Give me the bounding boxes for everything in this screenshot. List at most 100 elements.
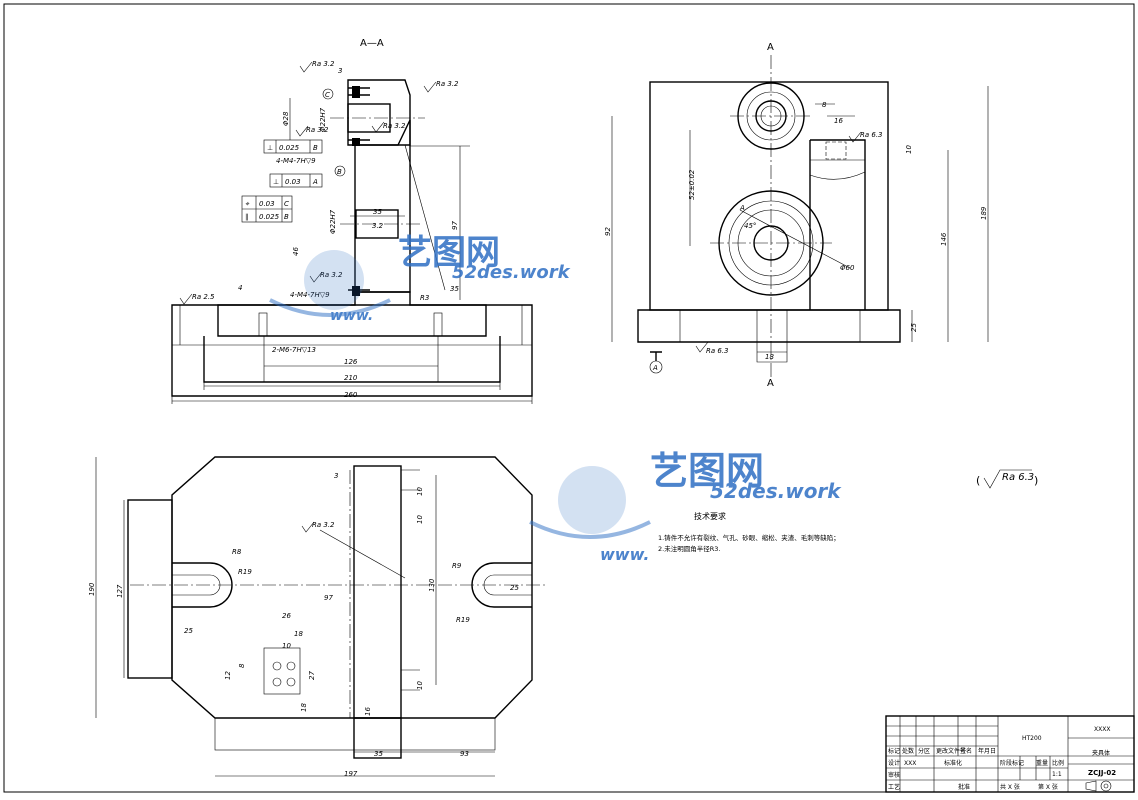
tb-material: HT200: [1022, 735, 1042, 742]
top-dim-93: 93: [460, 750, 469, 758]
watermark-cn-2: 艺图网: [650, 449, 764, 493]
thread-callout-mid: 4-M4-7H▽9: [290, 291, 330, 299]
section-thread-right: [433, 312, 443, 337]
hole-2: [286, 661, 296, 671]
front-view: A A 8 16 10: [604, 42, 989, 389]
section-base-lower: [203, 336, 501, 383]
watermark-url-2: 52des.work: [710, 479, 842, 503]
datum-c-letter: C: [325, 91, 330, 99]
section-thread-left: [258, 312, 268, 337]
section-label: A—A: [360, 38, 384, 49]
svg-text:B: B: [284, 213, 289, 221]
top-dim-25b: 25: [510, 584, 519, 592]
dim-52: 52±0.02: [688, 169, 696, 200]
top-radius-r8: R8: [232, 548, 242, 556]
front-bracket: [809, 139, 866, 310]
note-roughness-symbol: [983, 469, 1032, 489]
fcf-2: ⊥ 0.03 A: [269, 173, 323, 188]
watermark-www-1: www.: [330, 308, 373, 324]
thread-callout-bottom: 2-M6-7H▽13: [272, 346, 316, 354]
roughness-4: Ra 3.2: [383, 122, 406, 130]
dim-126: 126: [344, 358, 358, 366]
datum-b-letter: B: [337, 168, 342, 176]
top-dim-10c: 10: [416, 681, 424, 690]
datum-b-circle: [334, 165, 346, 177]
front-base-details: [679, 310, 861, 363]
top-column: [353, 465, 402, 719]
dim-60: Φ60: [840, 264, 855, 272]
svg-text:∥: ∥: [245, 213, 249, 221]
dim-4: 4: [238, 284, 242, 292]
dim-line-8-16: [815, 103, 855, 117]
dim-92: 92: [604, 227, 612, 236]
section-base-lines: [172, 305, 532, 346]
top-radius-r19a: R19: [238, 568, 252, 576]
radius-r3: R3: [420, 294, 429, 302]
watermark-globe-icon-2: [558, 466, 626, 534]
top-roughness-mark: [301, 521, 315, 533]
top-base-strip: [214, 717, 496, 751]
top-leader: [319, 529, 406, 579]
section-view: A—A 3 Φ28 Φ22H7 Φ22H7 35 3.2: [171, 38, 533, 404]
dim-35b: 35: [450, 285, 459, 293]
front-roughness-2: Ra 6.3: [706, 347, 729, 355]
svg-text:0.025: 0.025: [259, 213, 280, 221]
roughness-group-section: Ra 3.2 Ra 3.2 Ra 3.2 Ra 3.2 Ra 3.2 Ra 2.…: [179, 60, 459, 305]
tb-standard: 标准化: [944, 759, 962, 767]
top-view: 3 10 10 10 97 26 10 8 12 18 27 18 16 127…: [88, 456, 545, 778]
note-bracket-close: ): [1034, 474, 1038, 487]
top-dim-10: 10: [282, 642, 291, 650]
tb-row-label-0: 标记: [888, 747, 900, 755]
watermark-2: 艺图网 52des.work www.: [529, 449, 842, 564]
top-hole-pattern: [263, 647, 301, 695]
dim-46: 46: [292, 247, 300, 256]
hole-3: [272, 677, 282, 687]
front-roughness-1: Ra 6.3: [860, 131, 883, 139]
top-dim-18b: 18: [300, 703, 308, 712]
top-dim-130: 130: [428, 578, 436, 592]
dim-97: 97: [451, 221, 459, 230]
tb-designer: XXX: [904, 760, 916, 767]
title-block: HT200 XXXX 夹具体 ZCJJ-02 1:1 标记 处数 分区 更改文件…: [885, 715, 1135, 793]
tb-row-label-4: 签名: [960, 747, 972, 755]
tb-part-name: 夹具体: [1092, 749, 1110, 757]
tb-process: 工艺: [888, 783, 900, 791]
top-dim-10a: 10: [416, 487, 424, 496]
tb-weight: 重量: [1036, 759, 1048, 767]
tb-sheets-total: 共 X 张: [1000, 783, 1020, 791]
top-radius-r9: R9: [452, 562, 462, 570]
datum-a-circle: [649, 360, 663, 374]
top-roughness: Ra 3.2: [312, 521, 335, 529]
watermark-globe-icon: [304, 250, 364, 310]
fcf-3: ⌖ 0.03 C ∥ 0.025 B: [241, 195, 293, 223]
svg-text:C: C: [284, 200, 289, 208]
watermark-url-1: 52des.work: [452, 262, 571, 283]
dim-210: 210: [344, 374, 358, 382]
svg-text:⌖: ⌖: [245, 200, 250, 208]
tb-row-label-2: 分区: [918, 747, 930, 755]
watermark-cn-1: 艺图网: [398, 233, 500, 273]
thread-callout-top: 4-M4-7H▽9: [276, 157, 316, 165]
tb-stage-mark: 阶段标记: [1000, 759, 1024, 767]
cut-arrow-letter: A: [739, 204, 745, 212]
front-lower-bore: [710, 190, 851, 296]
section-head: [347, 79, 411, 146]
top-dim-3: 3: [334, 472, 338, 480]
top-dim-127: 127: [116, 584, 124, 598]
dim-146: 146: [940, 232, 948, 246]
top-dim-97: 97: [324, 594, 333, 602]
section-thread-fill-b: [352, 286, 360, 296]
svg-text:⊥: ⊥: [267, 144, 273, 152]
top-dim-16: 16: [364, 707, 372, 716]
dim-22h7-mid: Φ22H7: [329, 209, 337, 234]
tb-approve: 批准: [958, 783, 970, 791]
dim-28: Φ28: [282, 111, 290, 126]
sheet-border: [3, 3, 1135, 793]
top-dim-190: 190: [88, 582, 96, 596]
svg-text:0.03: 0.03: [285, 178, 301, 186]
svg-text:0.03: 0.03: [259, 200, 275, 208]
angle-label: 45°: [744, 222, 756, 230]
watermark-www-2: www.: [600, 545, 649, 564]
dim-line-260: [171, 396, 533, 404]
